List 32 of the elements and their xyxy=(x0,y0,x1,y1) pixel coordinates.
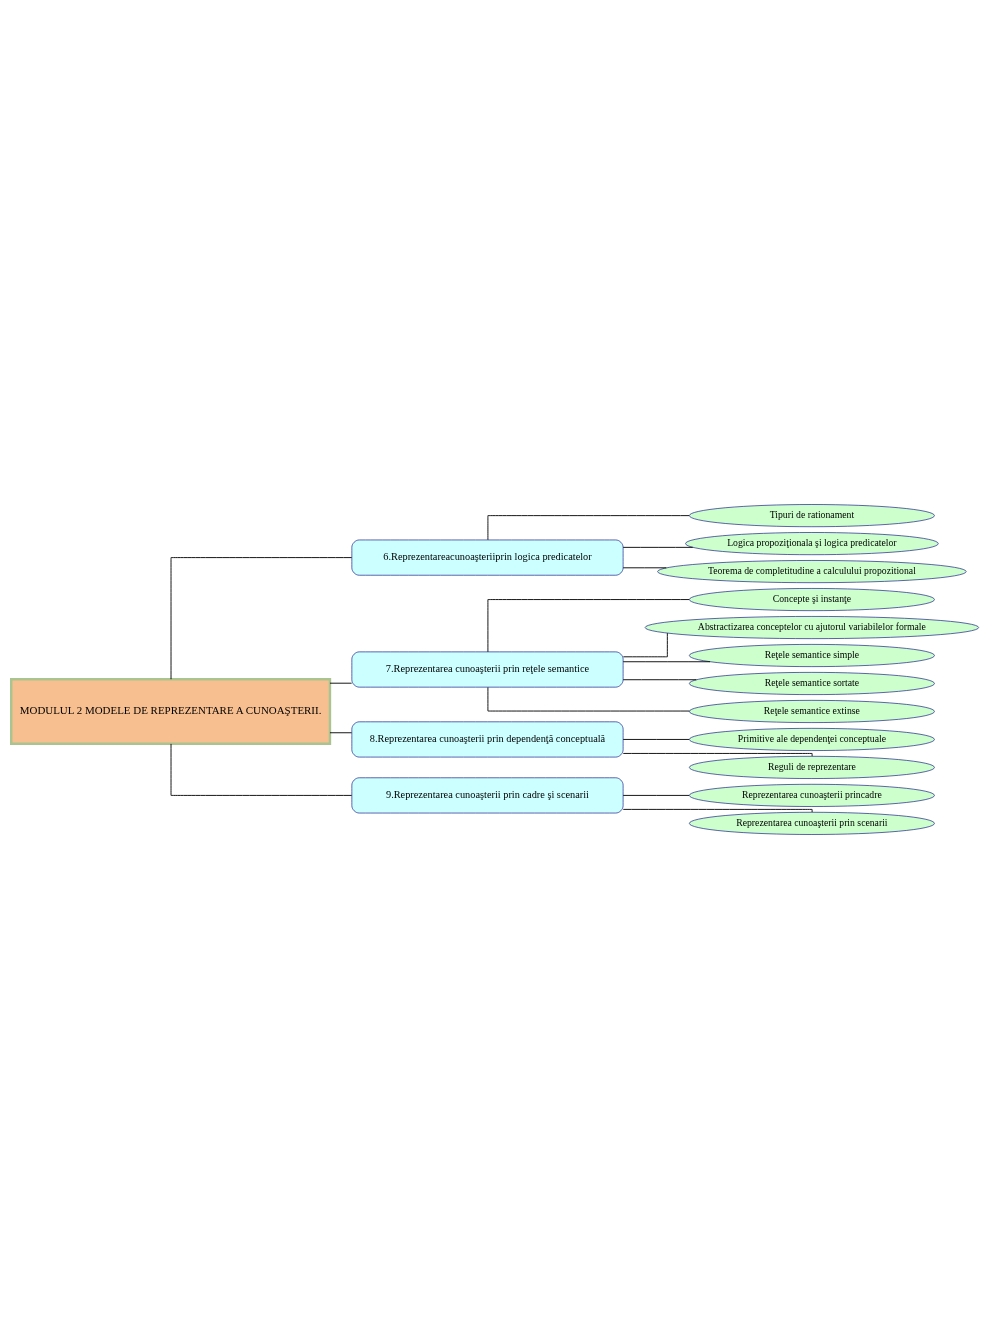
node-box: 8.Reprezentarea cunoaşterii prin dependenţă conceptuală xyxy=(351,721,624,757)
node-ellipse: Reţele semantice sortate xyxy=(689,671,935,695)
node-box: 6.Reprezentareacunoaşteriiprin logica predicatelor xyxy=(351,539,624,576)
node-ellipse: Teorema de completitudine a calculului propozitional xyxy=(657,559,967,583)
connector xyxy=(170,556,353,680)
node-box: MODULUL 2 MODELE DE REPREZENTARE A CUNOAŞTERII. xyxy=(10,677,332,745)
connector xyxy=(329,731,353,733)
node-ellipse: Primitive ale dependenţei conceptuale xyxy=(689,727,935,751)
node-box: 7.Reprezentarea cunoaşterii prin reţele semantice xyxy=(351,651,624,687)
connector xyxy=(622,678,697,680)
connector xyxy=(622,546,694,548)
node-ellipse: Reprezentarea cunoaşterii prin scenarii xyxy=(689,811,935,835)
node-ellipse: Logica propoziţionala şi logica predicatelor xyxy=(685,531,939,555)
node-ellipse: Tipuri de rationament xyxy=(689,503,935,527)
connector xyxy=(622,794,690,796)
node-ellipse: Reprezentarea cunoaşterii princadre xyxy=(689,783,935,807)
connector xyxy=(622,752,813,757)
node-ellipse: Reţele semantice extinse xyxy=(689,699,935,723)
connector xyxy=(487,514,690,540)
node-box: 9.Reprezentarea cunoaşterii prin cadre şi scenarii xyxy=(351,776,624,813)
connector xyxy=(622,808,813,813)
node-ellipse: Reţele semantice simple xyxy=(689,643,935,667)
connector xyxy=(487,598,690,652)
connector xyxy=(170,742,353,796)
connector xyxy=(329,682,353,684)
connector xyxy=(622,632,668,657)
connector xyxy=(622,738,690,740)
node-ellipse: Reguli de reprezentare xyxy=(689,755,935,779)
node-ellipse: Abstractizarea conceptelor cu ajutorul variabilelor formale xyxy=(644,615,979,639)
connector xyxy=(622,566,667,568)
node-ellipse: Concepte şi instanţe xyxy=(689,587,935,611)
connector xyxy=(622,660,711,662)
